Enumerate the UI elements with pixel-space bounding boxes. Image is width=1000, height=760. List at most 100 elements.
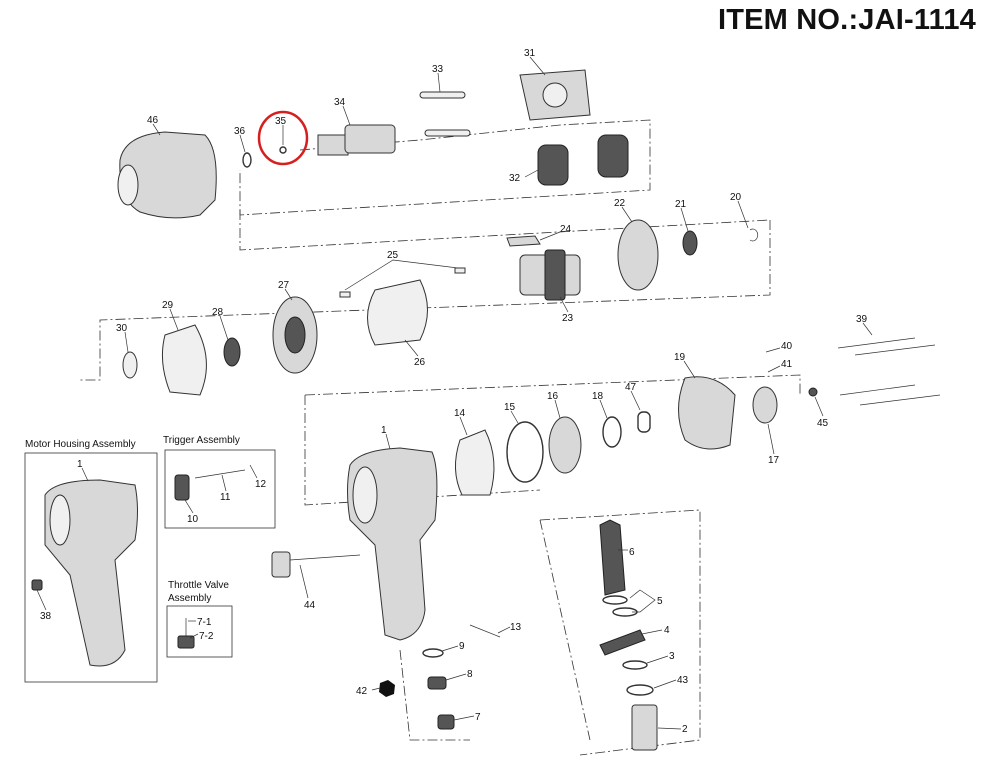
callout-19: 19 [674,352,686,363]
callout-1: 1 [381,425,387,436]
callout-41: 41 [781,359,793,370]
part-35-washer [279,146,287,154]
callout-26: 26 [414,357,426,368]
part-19-rear-cover [678,376,736,450]
part-47-gasket [637,411,651,433]
part-15-oring [506,421,544,483]
callout-6: 6 [629,547,635,558]
part-46-boot [117,131,217,219]
callout-12: 12 [255,479,267,490]
part-34-anvil [317,124,396,156]
part-16-backplate [548,416,582,474]
part-9-oring [422,648,444,658]
part-20-clip [749,228,759,242]
part-6-spring [599,519,626,596]
part-22-endplate [617,219,659,291]
callout-15: 15 [504,402,516,413]
part-2-inlet [631,704,658,751]
highlight-circle-part-35 [257,110,309,166]
callout-24: 24 [560,224,572,235]
callout-8: 8 [467,669,473,680]
callout-42: 42 [356,686,368,697]
callout-32: 32 [509,173,521,184]
part-25-pins [339,267,466,298]
callout-7-1: 7-1 [197,617,212,628]
part-39-bolts [837,337,941,406]
part-18-oring [602,416,622,448]
callout-30: 30 [116,323,128,334]
trigger-assembly-box [164,449,276,529]
part-1-housing [347,447,438,641]
callout-20: 20 [730,192,742,203]
callout-1-motor-housing: 1 [77,459,83,470]
callout-40: 40 [781,341,793,352]
part-29-gasket [161,324,207,396]
throttle-valve-assembly-caption-line2: Assembly [168,593,211,604]
part-7-valve-stem [437,714,455,730]
callout-25: 25 [387,250,399,261]
part-28-bearing [223,337,241,367]
callout-7: 7 [475,712,481,723]
callout-38: 38 [40,611,52,622]
throttle-valve-assembly-box [166,605,233,658]
part-27-endplate [272,296,318,374]
callout-46: 46 [147,115,159,126]
callout-45: 45 [817,418,829,429]
callout-17: 17 [768,455,780,466]
part-31-hammer-cage [519,69,591,121]
part-32-hammers [537,134,629,186]
part-30-washer [122,351,138,379]
callout-47: 47 [625,382,637,393]
callout-43: 43 [677,675,689,686]
callout-14: 14 [454,408,466,419]
callout-22: 22 [614,198,626,209]
callout-18: 18 [592,391,604,402]
callout-31: 31 [524,48,536,59]
callout-9: 9 [459,641,465,652]
callout-33: 33 [432,64,444,75]
callout-28: 28 [212,307,224,318]
motor-housing-assembly-caption: Motor Housing Assembly [25,439,136,450]
part-26-cylinder [367,279,428,346]
part-45-plug [808,387,818,397]
callout-5: 5 [657,596,663,607]
callout-2: 2 [682,724,688,735]
part-43-oring [626,684,654,696]
callout-29: 29 [162,300,174,311]
item-number-title: ITEM NO.:JAI-1114 [717,4,976,36]
callout-34: 34 [334,97,346,108]
part-14-gasket [455,429,495,496]
callout-36: 36 [234,126,246,137]
part-17-reverse-valve [752,386,778,424]
callout-23: 23 [562,313,574,324]
callout-35: 35 [275,116,287,127]
part-42-plug [379,680,395,697]
part-4-regulator [599,629,646,656]
trigger-assembly-caption: Trigger Assembly [163,435,240,446]
part-33-pins [419,91,471,137]
callout-27: 27 [278,280,290,291]
part-3-oring [622,660,648,670]
callout-11: 11 [220,492,231,503]
leader-lines [36,56,873,730]
part-5-orings [602,595,638,617]
motor-housing-assembly-box [24,452,158,683]
callout-13: 13 [510,622,522,633]
callout-16: 16 [547,391,559,402]
callout-39: 39 [856,314,868,325]
part-21-bearing [682,230,698,256]
callout-44: 44 [304,600,316,611]
callout-3: 3 [669,651,675,662]
callout-21: 21 [675,199,687,210]
throttle-valve-assembly-caption-line1: Throttle Valve [168,580,229,591]
callout-labels: 33 31 34 35 46 36 32 22 21 20 24 25 29 2… [40,48,868,735]
part-13-pin [469,624,501,638]
part-24-blade [506,235,541,247]
part-23-rotor [519,249,581,301]
assembly-guide-lines [80,119,801,756]
part-8-valve [427,676,447,690]
part-44-trigger [271,551,361,578]
callout-4: 4 [664,625,670,636]
callout-7-2: 7-2 [199,631,214,642]
